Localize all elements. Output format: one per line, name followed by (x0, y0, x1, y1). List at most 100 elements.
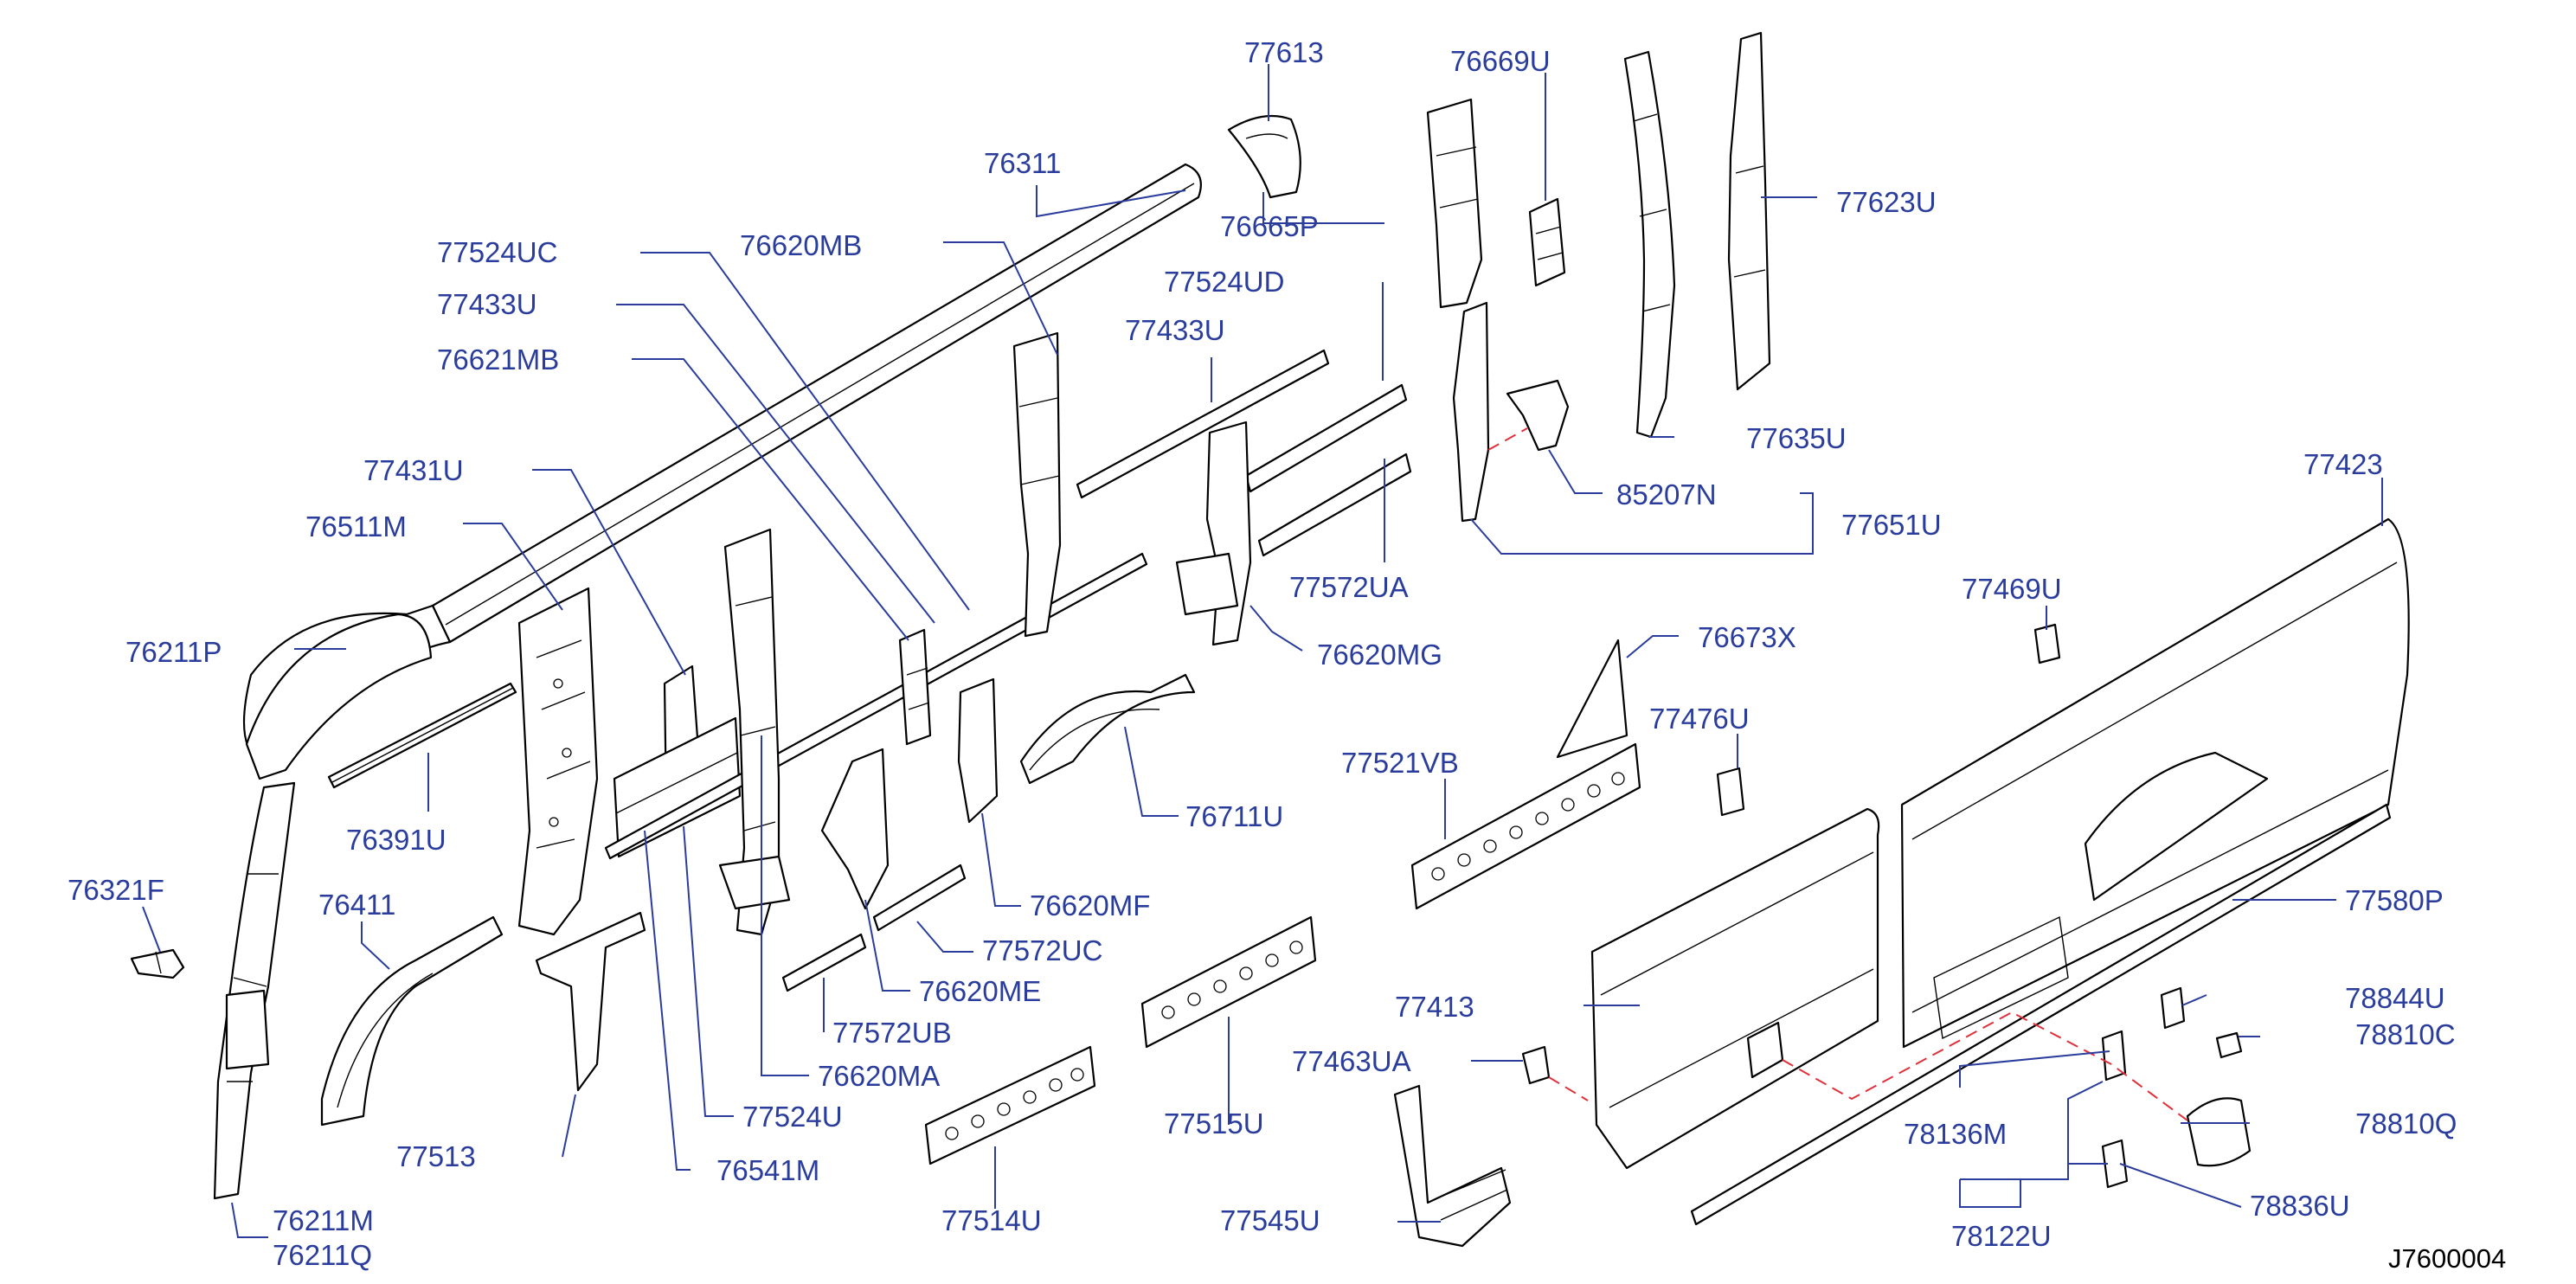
part-labels: 77613 76669U 76311 77623U 76665P 77524UC… (67, 36, 2506, 1274)
part-76620MF (957, 677, 999, 824)
label-78810Q: 78810Q (2355, 1107, 2457, 1140)
dashed-line-lid (1782, 1011, 2188, 1121)
part-76621MB (898, 628, 932, 746)
dashed-line-85207N (1487, 427, 1528, 451)
label-77433U-left: 77433U (437, 288, 537, 320)
part-76620ME (820, 748, 890, 910)
label-77463UA: 77463UA (1292, 1045, 1411, 1077)
label-76620MG: 76620MG (1317, 639, 1442, 671)
label-77513: 77513 (396, 1140, 476, 1172)
label-76411: 76411 (318, 889, 395, 921)
label-77613: 77613 (1244, 36, 1324, 68)
label-77413: 77413 (1395, 991, 1474, 1023)
part-77433U-upper (1076, 349, 1330, 499)
label-77651U: 77651U (1841, 509, 1942, 541)
label-85207N: 85207N (1616, 478, 1717, 510)
part-76665P (1426, 98, 1483, 309)
label-76211Q: 76211Q (273, 1239, 372, 1271)
part-78844U (2160, 986, 2186, 1030)
part-78836U (2101, 1139, 2129, 1189)
parts-linework (130, 31, 2410, 1248)
part-85207N (1506, 379, 1570, 452)
label-77469U: 77469U (1962, 573, 2062, 605)
part-76211P (245, 613, 433, 780)
part-78810Q (2186, 1097, 2252, 1167)
label-78810C: 78810C (2355, 1018, 2456, 1050)
part-77545U (1393, 1084, 1512, 1248)
label-76621MB: 76621MB (437, 343, 559, 376)
label-77524U: 77524U (742, 1101, 843, 1133)
part-76391U (327, 682, 517, 789)
part-77521VB (1410, 742, 1641, 910)
part-77623U (1727, 31, 1771, 391)
label-77423: 77423 (2303, 448, 2383, 480)
part-76669U (1528, 197, 1566, 287)
part-77572UC (872, 863, 967, 932)
label-76311: 76311 (984, 147, 1061, 179)
part-77524U (613, 716, 742, 858)
part-77572UB (781, 933, 867, 992)
part-76321F (130, 948, 185, 979)
label-76211P: 76211P (125, 636, 222, 668)
label-77623U: 77623U (1836, 186, 1937, 218)
part-77413 (1590, 807, 1880, 1170)
part-76620MG (1175, 421, 1252, 646)
part-76411 (320, 915, 504, 1127)
label-76620MA: 76620MA (818, 1060, 940, 1092)
part-77651U (1452, 301, 1490, 523)
label-77572UC: 77572UC (982, 934, 1102, 966)
label-76391U: 76391U (346, 824, 446, 856)
part-77572UA (1257, 453, 1412, 557)
part-76620MB (1012, 331, 1062, 638)
part-77513 (535, 911, 646, 1092)
part-76541M (604, 552, 1148, 860)
label-76211M: 76211M (273, 1204, 374, 1236)
label-76620ME: 76620ME (919, 975, 1041, 1007)
label-77572UB: 77572UB (832, 1017, 952, 1049)
label-76665P: 76665P (1220, 210, 1319, 242)
part-77635U (1623, 50, 1676, 439)
label-77572UA: 77572UA (1289, 571, 1409, 603)
label-77514U: 77514U (941, 1204, 1042, 1236)
label-76620MB: 76620MB (740, 229, 862, 261)
part-77463UA (1521, 1045, 1551, 1085)
label-76673X: 76673X (1698, 621, 1796, 653)
label-77635U: 77635U (1746, 422, 1847, 454)
part-77469U (2033, 623, 2061, 664)
label-76620MF: 76620MF (1030, 889, 1150, 921)
label-77524UC: 77524UC (437, 236, 557, 268)
label-77515U: 77515U (1164, 1107, 1264, 1140)
diagram-id: J7600004 (2388, 1243, 2506, 1274)
part-78810C (2215, 1031, 2243, 1059)
part-76511M (517, 587, 599, 936)
label-76321F: 76321F (67, 874, 164, 906)
label-77431U: 77431U (363, 454, 464, 486)
label-77521VB: 77521VB (1341, 747, 1459, 779)
label-77433U-top: 77433U (1125, 314, 1225, 346)
part-76211M-a-pillar (213, 781, 296, 1200)
label-78136M: 78136M (1904, 1118, 2007, 1150)
part-77514U (924, 1045, 1096, 1165)
part-77515U (1140, 915, 1317, 1049)
part-77613 (1227, 114, 1301, 199)
part-76673X (1556, 639, 1628, 759)
label-78122U: 78122U (1951, 1220, 2052, 1252)
label-78844U: 78844U (2345, 982, 2445, 1014)
label-78836U: 78836U (2250, 1190, 2350, 1222)
part-78136M (2101, 1030, 2127, 1082)
label-77580P: 77580P (2345, 884, 2444, 916)
part-77423 (1900, 517, 2410, 1049)
label-77545U: 77545U (1220, 1204, 1320, 1236)
dashed-line-77463UA (1548, 1076, 1589, 1101)
label-77476U: 77476U (1649, 703, 1750, 735)
label-76541M: 76541M (716, 1154, 819, 1186)
leader-lines (142, 64, 2383, 1238)
part-77580P (1690, 803, 2392, 1226)
part-77476U (1716, 767, 1745, 817)
label-76711U: 76711U (1185, 800, 1283, 832)
label-77524UD: 77524UD (1164, 266, 1284, 298)
part-76711U (1019, 673, 1196, 785)
label-76511M: 76511M (305, 510, 407, 542)
label-76669U: 76669U (1450, 45, 1551, 77)
